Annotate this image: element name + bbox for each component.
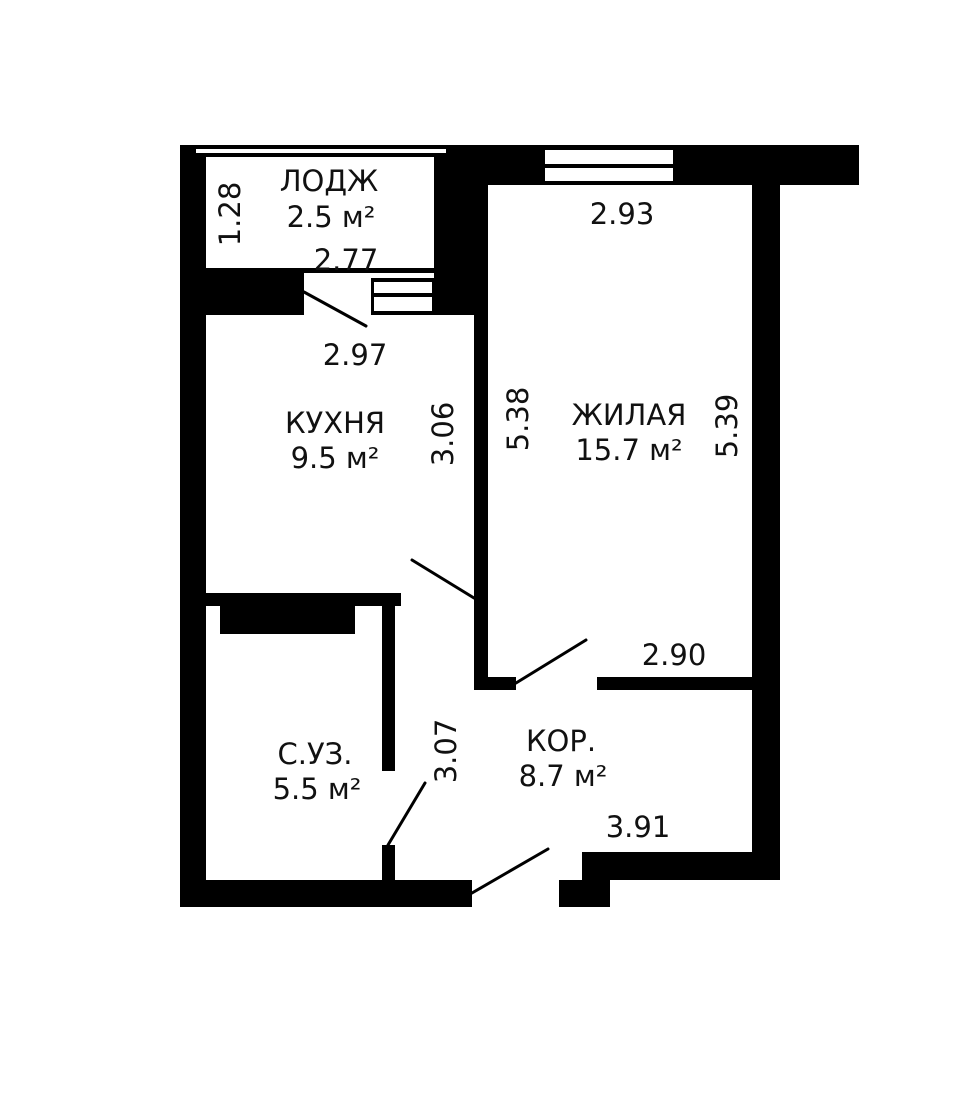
wall-bathroom-right-lower — [382, 845, 395, 885]
dim-corridor-width: 3.91 — [606, 810, 671, 844]
dim-kitchen-length: 3.06 — [426, 402, 460, 467]
wall-top-right — [676, 145, 859, 185]
wall-bathroom-right — [382, 606, 395, 771]
dim-living-length-right: 5.39 — [710, 394, 744, 459]
walls — [180, 145, 859, 907]
wall-bottom-right-inner — [582, 852, 780, 880]
wall-living-left-lower — [474, 595, 488, 690]
wall-bottom-left — [180, 880, 472, 907]
dim-living-width-bottom: 2.90 — [642, 638, 707, 672]
room-corridor-name: КОР. — [526, 724, 596, 758]
wall-bathroom-fixture — [220, 606, 355, 634]
door-bathroom-swing — [386, 781, 427, 847]
room-living-area: 15.7 м² — [575, 433, 682, 467]
window-loggia — [194, 145, 448, 273]
wall-bathroom-top — [206, 593, 401, 606]
window-living — [542, 145, 676, 185]
room-corridor-area: 8.7 м² — [519, 759, 608, 793]
door-swings — [302, 290, 588, 895]
wall-living-bottom-left — [474, 677, 516, 690]
room-bathroom-area: 5.5 м² — [273, 772, 362, 806]
dim-living-width-top: 2.93 — [590, 197, 655, 231]
room-labels: ЛОДЖ 2.5 м² КУХНЯ 9.5 м² ЖИЛАЯ 15.7 м² С… — [273, 164, 687, 806]
wall-loggia-bottom — [180, 272, 304, 315]
room-kitchen-name: КУХНЯ — [285, 406, 385, 440]
room-kitchen-area: 9.5 м² — [291, 441, 380, 475]
wall-entrance-foot — [559, 880, 610, 907]
wall-left-outer — [180, 145, 206, 907]
dim-loggia-width: 2.77 — [314, 243, 379, 277]
dim-kitchen-width: 2.97 — [323, 338, 388, 372]
room-bathroom-name: С.УЗ. — [278, 737, 353, 771]
dim-loggia-height: 1.28 — [213, 182, 247, 247]
dim-corridor-length: 3.07 — [429, 719, 463, 784]
dimension-labels: 1.28 2.77 2.97 3.06 2.93 5.38 5.39 2.90 … — [213, 182, 744, 844]
room-loggia-area: 2.5 м² — [287, 200, 376, 234]
wall-right-outer — [752, 185, 780, 880]
dim-living-length-left: 5.38 — [501, 387, 535, 452]
wall-living-bottom-right — [597, 677, 765, 690]
door-entrance-swing — [470, 847, 550, 895]
room-living-name: ЖИЛАЯ — [572, 398, 687, 432]
door-living-swing — [514, 638, 588, 685]
door-kitchen-swing — [410, 558, 476, 600]
window-kitchen-balcony — [371, 278, 435, 315]
room-loggia-name: ЛОДЖ — [280, 164, 379, 198]
door-loggia-swing — [302, 290, 368, 328]
wall-living-left — [474, 185, 488, 601]
